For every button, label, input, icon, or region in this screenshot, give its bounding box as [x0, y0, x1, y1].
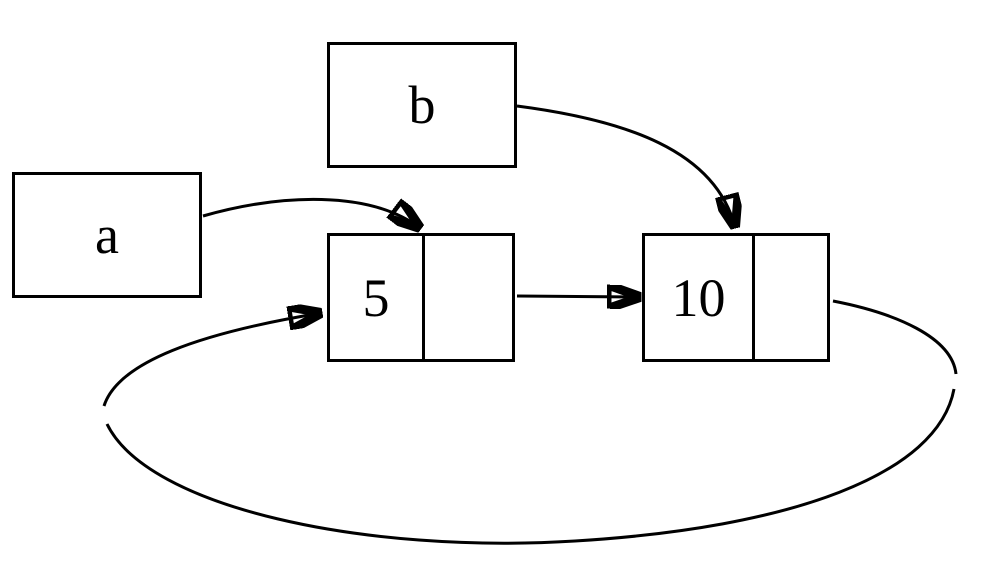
edge-node5-next-to-node10-arrow [516, 296, 640, 297]
list-node-second: 10 [642, 233, 830, 362]
loop-segment-left [102, 313, 321, 407]
edge-b-to-node10-arrow [516, 104, 735, 227]
variable-box-a: a [12, 172, 202, 298]
node-second-next-pointer-cell [755, 236, 827, 359]
loop-segment-bottom [105, 388, 956, 545]
edge-a-to-node5-arrow [202, 197, 420, 228]
list-node-first: 5 [327, 233, 515, 362]
node-first-value-cell: 5 [330, 236, 425, 359]
loop-segment-right [832, 299, 958, 375]
variable-label-a: a [95, 205, 119, 265]
node-first-next-pointer-cell [425, 236, 512, 359]
variable-label-b: b [408, 75, 436, 135]
node-second-value-cell: 10 [645, 236, 755, 359]
node-second-value: 10 [671, 267, 726, 328]
variable-box-b: b [327, 42, 517, 168]
node-first-value: 5 [362, 267, 390, 328]
